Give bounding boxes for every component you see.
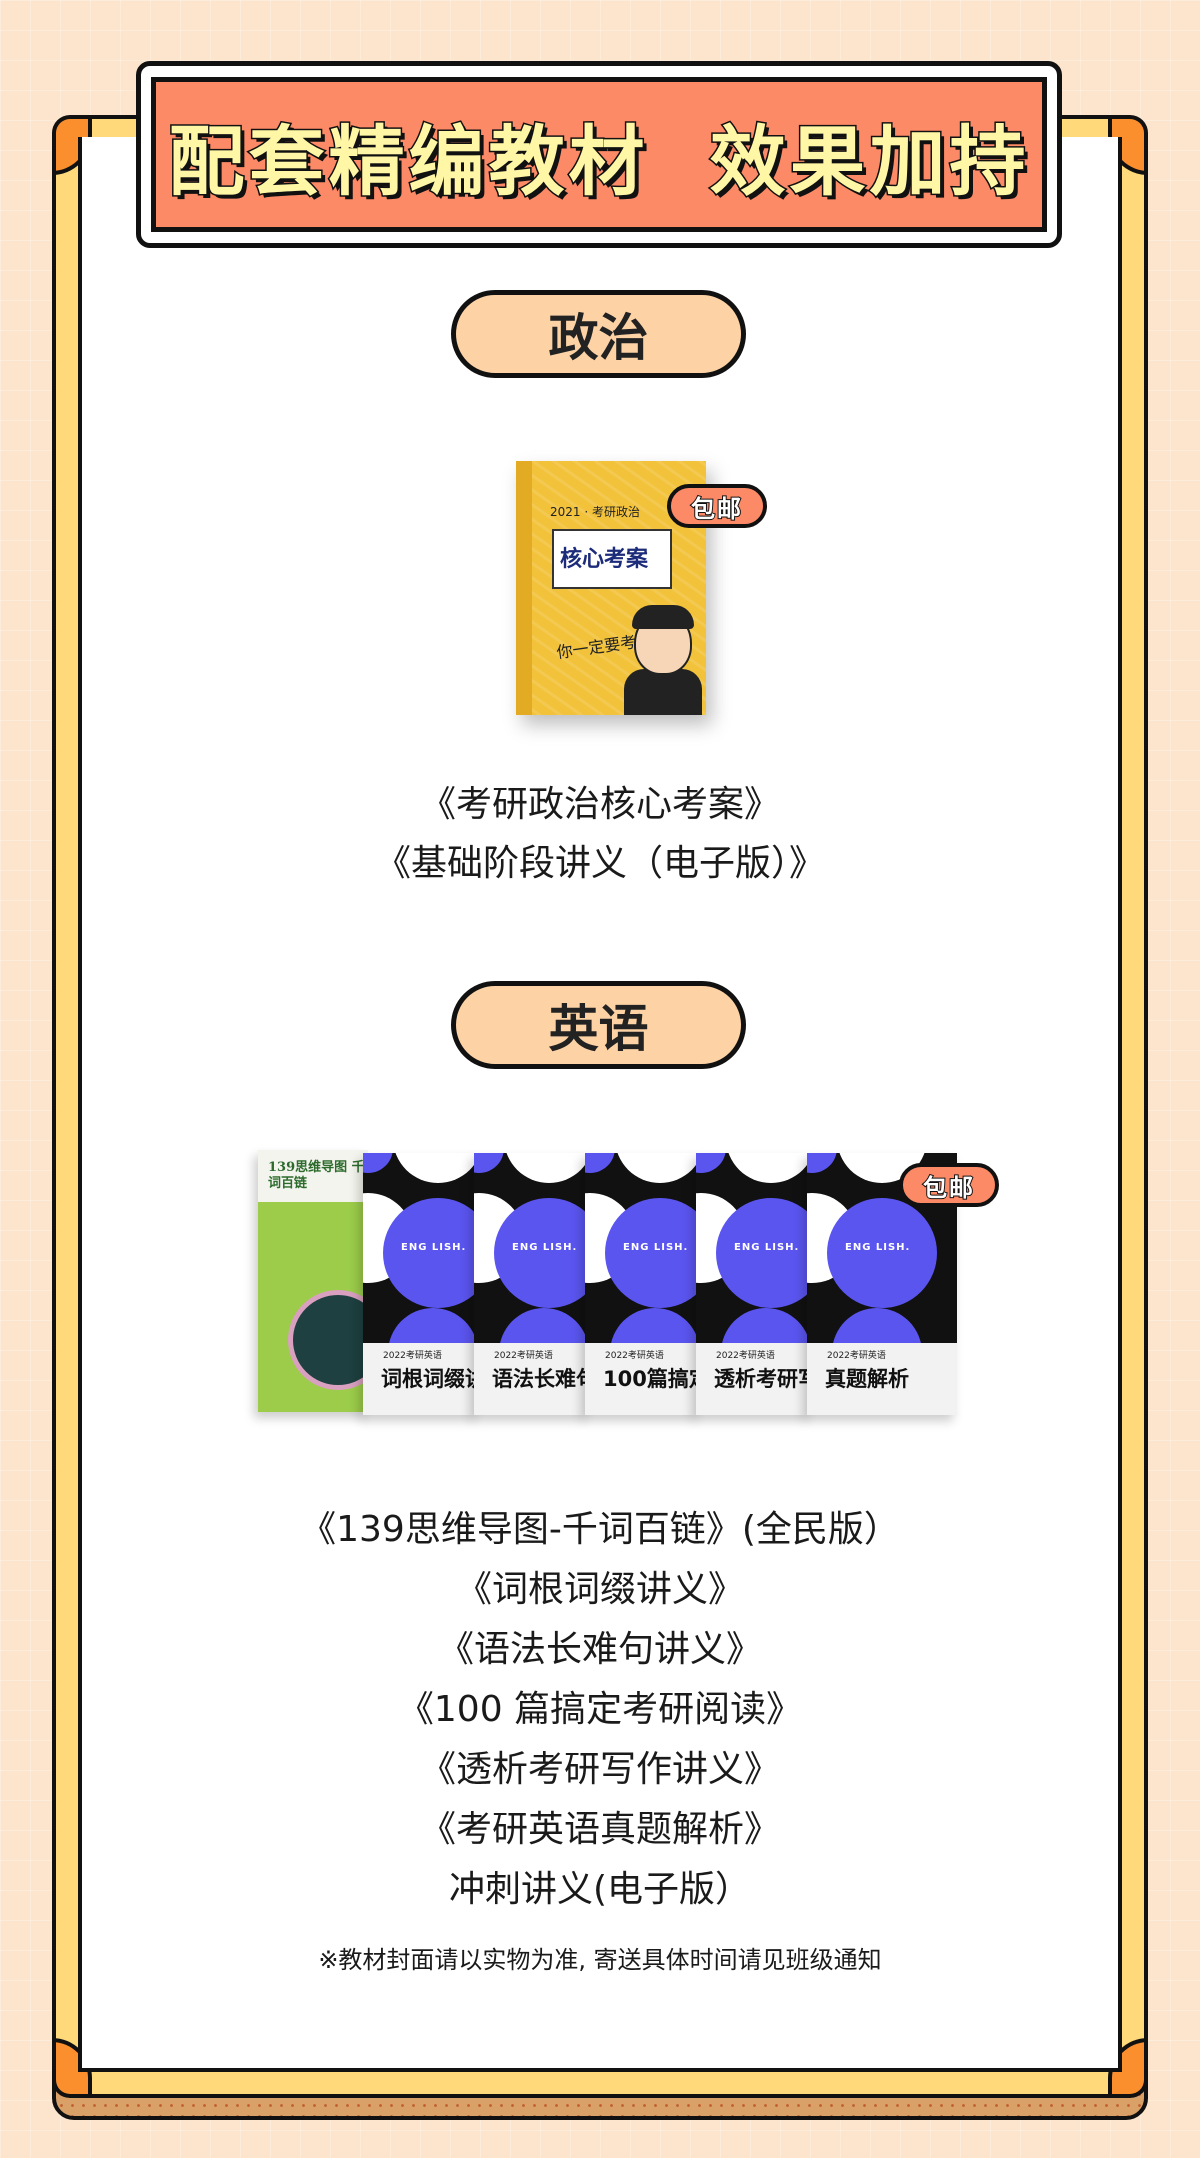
section-label-english: 英语: [451, 981, 746, 1069]
cover-circle: [499, 1308, 589, 1343]
cover-circle: [696, 1153, 726, 1173]
english-book-cover: ENG LISH. 2022考研英语语法长难句: [474, 1153, 589, 1415]
english-item: 《词根词缀讲义》: [455, 1569, 744, 1610]
cover-circle: [716, 1198, 811, 1308]
free-shipping-badge: 包邮: [667, 484, 767, 528]
cover-art: ENG LISH.: [696, 1153, 811, 1343]
cover-title: 词根词缀讲: [381, 1367, 478, 1391]
cover-year: 2022考研英语: [827, 1351, 886, 1361]
english-item: 《139思维导图-千词百链》(全民版）: [300, 1509, 900, 1550]
book-spine: [516, 461, 532, 715]
cover-circle: [827, 1198, 937, 1308]
cover-title: 核心考案: [560, 547, 649, 572]
english-book-cover: ENG LISH. 2022考研英语透析考研写作: [696, 1153, 811, 1415]
english-item: 《透析考研写作讲义》: [419, 1749, 780, 1790]
cover-circle: [383, 1198, 478, 1308]
cover-year: 2022考研英语: [605, 1351, 664, 1361]
politics-book-cover: 2021 · 考研政治 核心考案 你一定要考上研!: [516, 461, 706, 715]
cover-logo: ENG LISH.: [401, 1242, 467, 1253]
politics-item: 《考研政治核心考案》: [419, 784, 780, 825]
cover-circle: [504, 1153, 589, 1183]
english-item: 《语法长难句讲义》: [437, 1629, 762, 1670]
cover-logo: ENG LISH.: [512, 1242, 578, 1253]
cover-title: 语法长难句: [492, 1367, 589, 1391]
cover-title: 139思维导图 千词百链: [268, 1160, 365, 1191]
cover-circle: [610, 1308, 700, 1343]
cartoon-hair: [632, 605, 694, 629]
cover-logo: ENG LISH.: [845, 1242, 911, 1253]
cover-circle: [388, 1308, 478, 1343]
header-banner: 配套精编教材 效果加持: [136, 61, 1062, 248]
cover-top: [258, 1150, 368, 1202]
cover-circle: [585, 1153, 615, 1173]
cover-subtitle: 2021 · 考研政治: [550, 505, 640, 519]
english-item: 《考研英语真题解析》: [419, 1809, 780, 1850]
cover-circle: [363, 1153, 393, 1173]
cover-art: ENG LISH.: [585, 1153, 700, 1343]
cover-circle: [605, 1198, 700, 1308]
cover-logo: ENG LISH.: [623, 1242, 689, 1253]
cover-title: 真题解析: [825, 1367, 909, 1391]
english-book-cover: ENG LISH. 2022考研英语词根词缀讲: [363, 1153, 478, 1415]
cover-illustration: [288, 1290, 368, 1390]
cover-circle: [832, 1308, 922, 1343]
english-book-cover: 139思维导图 千词百链: [258, 1150, 368, 1412]
cover-year: 2022考研英语: [716, 1351, 775, 1361]
free-shipping-badge: 包邮: [899, 1163, 999, 1207]
cover-year: 2022考研英语: [383, 1351, 442, 1361]
header-banner-inner: 配套精编教材 效果加持: [151, 77, 1047, 232]
cover-art: ENG LISH.: [474, 1153, 589, 1343]
politics-item: 《基础阶段讲义（电子版）》: [374, 843, 825, 884]
disclaimer-note: ※教材封面请以实物为准, 寄送具体时间请见班级通知: [318, 1946, 882, 1974]
content-frame: [52, 115, 1148, 2098]
cartoon-body: [624, 669, 702, 715]
cover-board: [552, 529, 672, 589]
english-item: 冲刺讲义(电子版）: [448, 1869, 752, 1910]
cover-circle: [726, 1153, 811, 1183]
content-panel: [78, 137, 1122, 2072]
cover-circle: [721, 1308, 811, 1343]
cover-circle: [615, 1153, 700, 1183]
cover-art: ENG LISH.: [363, 1153, 478, 1343]
cover-circle: [474, 1153, 504, 1173]
cover-logo: ENG LISH.: [734, 1242, 800, 1253]
cover-circle: [393, 1153, 478, 1183]
page-title: 配套精编教材 效果加持: [167, 115, 1030, 207]
cover-circle: [494, 1198, 589, 1308]
cover-title: 透析考研写作: [714, 1367, 811, 1391]
section-label-politics: 政治: [451, 290, 746, 378]
english-item: 《100 篇搞定考研阅读》: [397, 1689, 803, 1730]
cover-circle: [807, 1153, 837, 1173]
cover-year: 2022考研英语: [494, 1351, 553, 1361]
